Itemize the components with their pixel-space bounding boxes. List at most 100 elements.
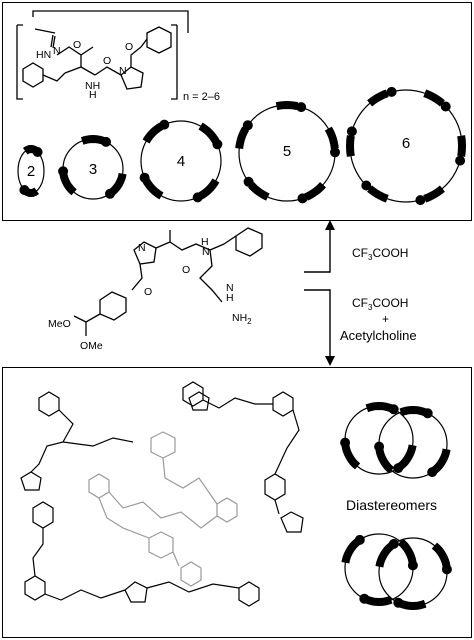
- catenane-benzene-3: [238, 581, 260, 607]
- ring-3-blob: [58, 166, 69, 177]
- ring-5-segment: [235, 126, 250, 149]
- ring-4-segment: [198, 122, 220, 144]
- arrow-down-shaft: [304, 289, 331, 360]
- ring-6-blob: [440, 101, 451, 112]
- ring-2-blob: [19, 185, 30, 195]
- catenane-a-left-blob: [340, 437, 351, 448]
- monomer-atom-o-mid: O: [144, 286, 153, 298]
- diastereomers-label: Diastereomers: [346, 497, 438, 513]
- monomer-atom-ome: OMe: [80, 340, 103, 352]
- catenane-inner-ring-1: [150, 431, 176, 459]
- ring-6-blob: [455, 155, 466, 166]
- ring-4-outline: [140, 120, 222, 202]
- monomer-atom-meo: MeO: [48, 318, 71, 330]
- catenane-b-right-blob: [393, 597, 404, 608]
- ring-5-segment: [324, 126, 339, 149]
- atom-o-2: O: [103, 55, 112, 67]
- catenane-proline-2: [188, 391, 210, 411]
- ring-6-blob: [361, 180, 372, 191]
- arrow-up-head: [325, 220, 335, 230]
- ring-3-segment: [80, 134, 106, 145]
- ring-4-blob: [159, 119, 170, 130]
- monomer-atom-h-hydrazide: H: [226, 292, 234, 304]
- ring-5-segment: [304, 182, 326, 201]
- ring-4: [139, 119, 223, 203]
- ring-5-segment: [275, 100, 299, 111]
- ring-5-blob: [243, 176, 254, 187]
- catenane-b-left-blob: [354, 534, 365, 545]
- top-structures-svg: [16, 10, 189, 100]
- ring-3-segment: [59, 172, 77, 196]
- plus-sign: +: [382, 312, 390, 326]
- catenane-b-right-segment: [399, 599, 427, 611]
- ring-3: [58, 134, 127, 200]
- monomer-atom-n-proline: N: [138, 242, 146, 254]
- catenane-b-right-blob: [441, 564, 452, 575]
- catenane-b-right-segment: [375, 542, 395, 568]
- ring-3-blob: [101, 136, 111, 147]
- ring-6-blob: [346, 126, 357, 137]
- atom-n-hydrazone: N: [53, 45, 61, 57]
- catenane-phenyl-1: [38, 391, 60, 417]
- monomer-atom-h: H: [201, 236, 209, 248]
- ring-6-blob: [386, 86, 397, 97]
- catenane-a-left-segment: [341, 444, 361, 470]
- ring-label-6: 6: [401, 135, 411, 152]
- ring-2-blob: [32, 147, 43, 157]
- monomer-atom-nh2: NH2: [232, 312, 252, 326]
- catenane-inner-phenyl-3: [180, 561, 202, 587]
- ring-label-3: 3: [88, 161, 98, 178]
- catenane-phenyl-4: [24, 575, 46, 601]
- catenane-inner-phenyl-1: [88, 473, 110, 499]
- ring-6-segment: [423, 185, 445, 203]
- reagent-down-label: CF3COOH: [352, 296, 409, 312]
- reagent-up-label: CF3COOH: [352, 246, 409, 262]
- catenane-b-left: [341, 533, 418, 607]
- ring-6-segment: [423, 89, 445, 107]
- atom-n-proline: N: [119, 65, 127, 77]
- catenane-inner-ring-2: [148, 531, 174, 559]
- catenane-structure-svg: [20, 381, 452, 611]
- ring-3-segment: [109, 172, 127, 196]
- ring-6-segment: [367, 89, 389, 107]
- arrow-up-shaft: [304, 226, 331, 273]
- ring-3-blob: [105, 188, 115, 199]
- catenane-proline-1: [20, 471, 42, 491]
- catenane-phenyl-2: [182, 381, 204, 407]
- catenane-a-left-blob: [388, 404, 399, 415]
- monomer-benzene-ring: [99, 291, 127, 321]
- ring-4-blob: [192, 192, 203, 203]
- catenane-a-right: [374, 405, 451, 479]
- ring-5-blob: [296, 102, 307, 113]
- catenane-b-right: [375, 537, 452, 611]
- ring-5: [235, 100, 340, 204]
- repeat-bracket-left: [16, 24, 23, 100]
- catenane-a-right-blob: [422, 408, 433, 419]
- catenane-benzene-2: [264, 473, 286, 501]
- catenane-a-right-blob: [374, 441, 385, 452]
- ring-5-segment: [248, 182, 270, 201]
- monomer-atom-n-amide: N: [202, 246, 210, 258]
- catenane-inner-phenyl-2: [216, 497, 238, 523]
- hydrazone-bond: [34, 28, 56, 49]
- repeat-bracket-top: [32, 10, 189, 33]
- catenane-phenyl-3: [272, 391, 294, 417]
- proline-ring: [120, 66, 144, 90]
- catenane-a-right-blob: [427, 467, 438, 478]
- ring-5-blob: [242, 120, 253, 131]
- monomer-atom-n-hydrazide: N: [226, 282, 234, 294]
- catenane-a-right-segment: [375, 448, 395, 474]
- atom-hn: HN: [36, 49, 52, 61]
- repeat-count-label: n = 2–6: [183, 91, 221, 103]
- ring-6-segment: [457, 135, 467, 157]
- phenyl-ring-right: [146, 26, 172, 54]
- atom-h: H: [89, 89, 97, 101]
- atom-nh: NH: [85, 80, 101, 92]
- atom-o-1: O: [73, 39, 82, 51]
- catenane-a-left-segment: [365, 401, 393, 413]
- catenane-panel: Diastereomers: [2, 367, 472, 638]
- ring-4-blob: [212, 139, 223, 150]
- ring-4-segment: [198, 178, 220, 200]
- catenane-a-left-segment: [397, 444, 417, 470]
